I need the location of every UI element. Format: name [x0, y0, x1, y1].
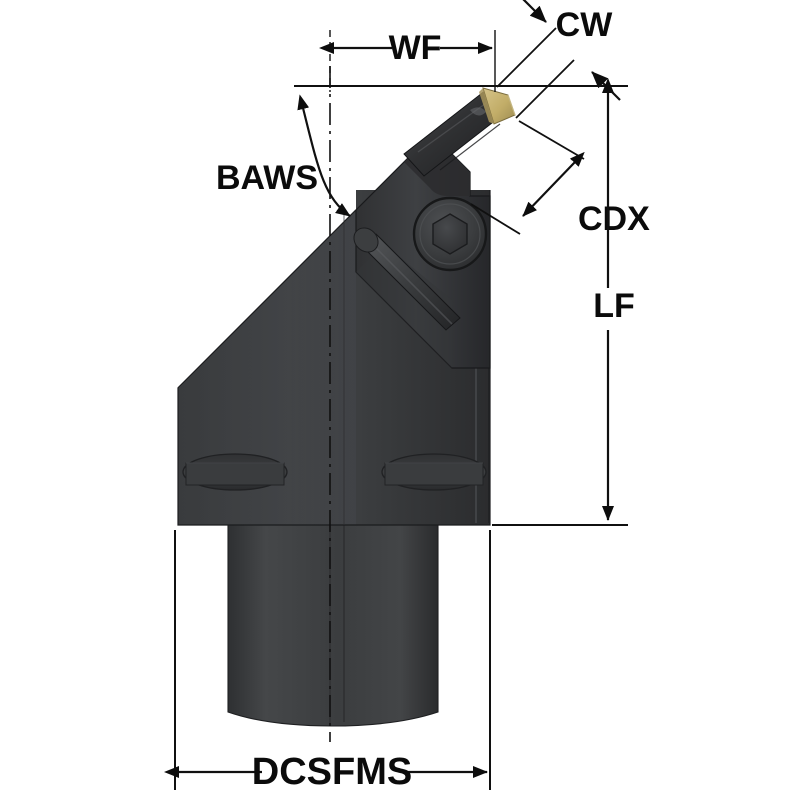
dimension-label-dcsfms: DCSFMS	[252, 751, 412, 793]
dimension-wf: WF	[319, 29, 496, 92]
turning-tool-holder	[177, 87, 516, 727]
cutting-insert	[479, 87, 516, 125]
coolant-slot-left	[182, 453, 288, 491]
dimension-label-lf: LF	[593, 287, 635, 325]
dimension-label-cw: CW	[556, 6, 614, 44]
shank	[227, 525, 439, 727]
dimension-cw: CW	[496, 0, 621, 119]
hex-socket-icon	[432, 213, 468, 255]
coolant-slot-right	[381, 453, 487, 491]
dimension-label-baws: BAWS	[216, 159, 318, 197]
dimension-label-wf: WF	[389, 29, 442, 67]
clamp-screw	[412, 196, 488, 272]
dimension-cdx: CDX	[470, 120, 650, 238]
dimension-lf: LF	[593, 78, 635, 521]
dimension-label-cdx: CDX	[578, 200, 650, 238]
dimension-baws: BAWS	[216, 94, 351, 217]
dimension-dcsfms: DCSFMS	[164, 530, 491, 793]
guide-rail	[353, 227, 461, 331]
